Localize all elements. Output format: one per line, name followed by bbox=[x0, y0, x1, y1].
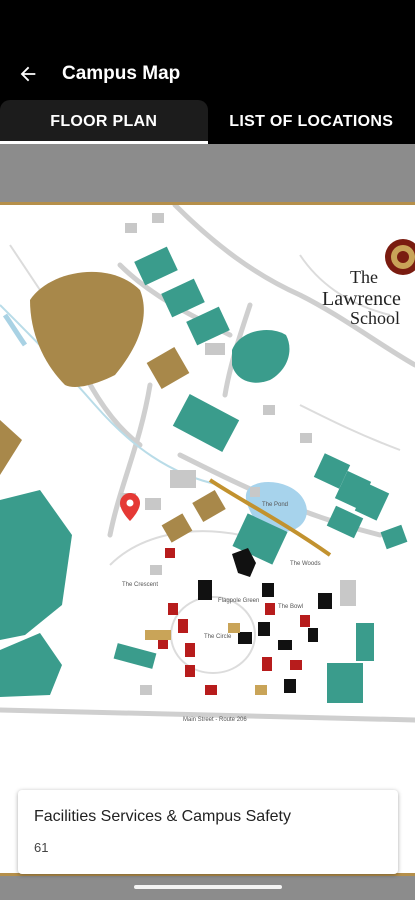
label-the-crescent: The Crescent bbox=[122, 582, 158, 588]
tab-floor-plan[interactable]: FLOOR PLAN bbox=[0, 100, 208, 144]
location-title: Facilities Services & Campus Safety bbox=[34, 808, 291, 825]
arrow-back-icon bbox=[20, 66, 36, 82]
label-main-street: Main Street - Route 206 bbox=[183, 717, 247, 723]
label-the-pond: The Pond bbox=[262, 502, 288, 508]
tab-bar: FLOOR PLAN LIST OF LOCATIONS bbox=[0, 100, 415, 144]
location-info-card[interactable]: Facilities Services & Campus Safety 61 bbox=[18, 790, 398, 874]
campus-map[interactable]: The Pond The Woods The Circle The Bowl F… bbox=[0, 202, 415, 876]
logo-line-1: The bbox=[350, 267, 378, 287]
school-logo: The Lawrence School bbox=[322, 239, 415, 328]
home-indicator[interactable] bbox=[134, 885, 282, 889]
app-bar: Campus Map bbox=[0, 48, 415, 100]
logo-line-2: Lawrence bbox=[322, 288, 401, 310]
back-button[interactable] bbox=[0, 48, 56, 100]
label-the-bowl: The Bowl bbox=[278, 604, 303, 610]
the-pond-shape bbox=[245, 482, 307, 532]
label-flagpole-green: Flagpole Green bbox=[218, 598, 259, 604]
logo-line-3: School bbox=[350, 308, 400, 328]
label-the-woods: The Woods bbox=[290, 561, 321, 567]
label-the-circle: The Circle bbox=[204, 634, 232, 640]
map-viewport[interactable]: The Pond The Woods The Circle The Bowl F… bbox=[0, 144, 415, 900]
location-marker-icon[interactable] bbox=[120, 493, 140, 521]
location-number: 61 bbox=[34, 840, 49, 855]
page-title: Campus Map bbox=[62, 63, 181, 84]
tab-list-of-locations[interactable]: LIST OF LOCATIONS bbox=[229, 113, 394, 130]
status-bar bbox=[0, 0, 415, 48]
